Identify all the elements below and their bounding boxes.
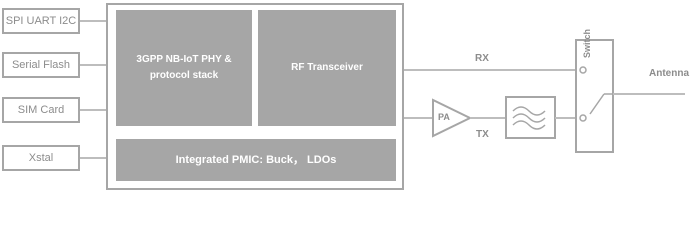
peripheral-xstal: Xstal (2, 145, 80, 171)
peripheral-spi-uart-i2c: SPI UART I2C (2, 8, 80, 34)
rf-frontend-diagram (404, 39, 685, 153)
phy-label-line2: protocol stack (149, 70, 219, 81)
tx-label: TX (476, 129, 489, 140)
filter-wave-icon (512, 106, 546, 116)
peripheral-label: SIM Card (17, 104, 65, 116)
phy-protocol-block: 3GPP NB-IoT PHY & protocol stack (116, 10, 252, 126)
peripheral-serial-flash: Serial Flash (2, 52, 80, 78)
pa-label: PA (438, 112, 450, 122)
antenna-label: Antenna (649, 68, 689, 79)
switch-label: Switch (582, 28, 592, 58)
rf-transceiver-block: RF Transceiver (258, 10, 396, 126)
pmic-label: Integrated PMIC: Buck， LDOs (175, 154, 337, 166)
filter-wave-icon (512, 113, 546, 123)
phy-label-line1: 3GPP NB-IoT PHY & (136, 54, 232, 65)
wire-flash (80, 64, 106, 66)
switch-contact-rx (579, 66, 587, 74)
switch-arm (589, 93, 605, 115)
peripheral-sim-card: SIM Card (2, 97, 80, 123)
rf-label: RF Transceiver (291, 62, 363, 73)
wire-xstal (80, 157, 106, 159)
pmic-block: Integrated PMIC: Buck， LDOs (116, 139, 396, 181)
wire-spi (80, 20, 106, 22)
peripheral-label: SPI UART I2C (5, 15, 77, 27)
pa-amplifier (432, 98, 473, 138)
switch-box (575, 39, 614, 153)
wire-sim (80, 109, 106, 111)
switch-contact-tx (579, 114, 587, 122)
rx-label: RX (475, 53, 489, 64)
filter-wave-icon (512, 120, 546, 130)
peripheral-label: Serial Flash (11, 59, 71, 71)
peripheral-label: Xstal (28, 152, 54, 164)
